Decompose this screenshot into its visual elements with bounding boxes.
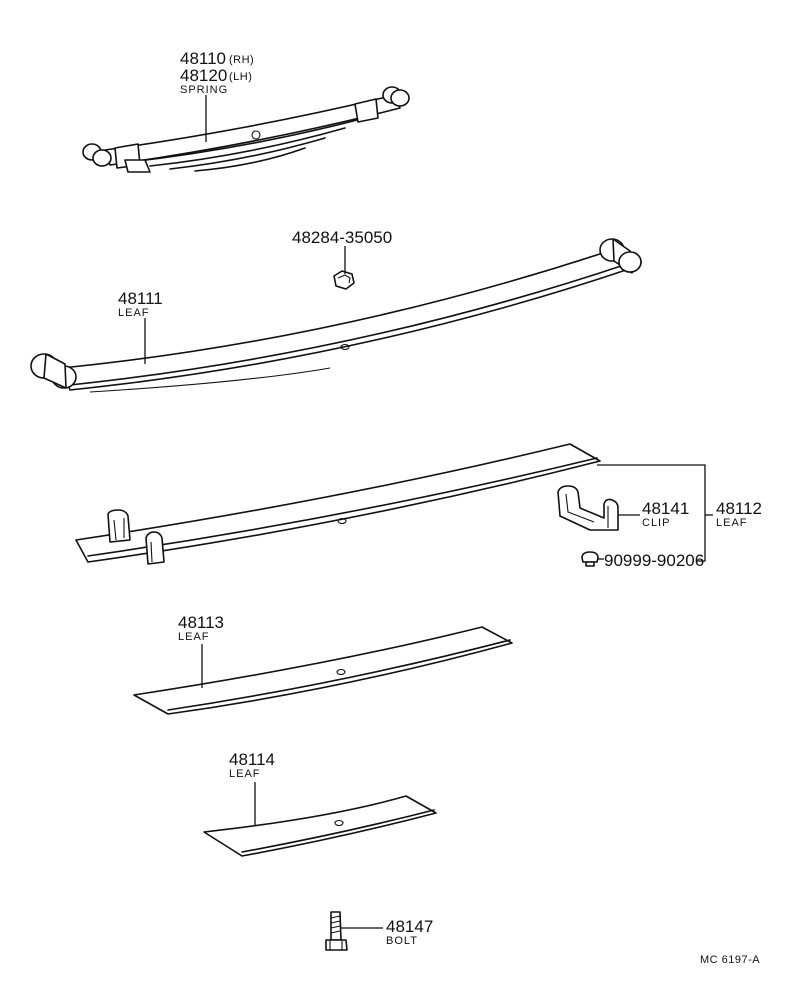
main-leaf-name: LEAF: [118, 307, 150, 319]
fourth-leaf-number: 48114: [229, 750, 275, 769]
bolt-drawing: [325, 911, 348, 951]
label-bolt: 48147 BOLT: [386, 917, 433, 947]
second-leaf-drawing: [75, 443, 601, 565]
spring-number-lh: 48120: [180, 66, 227, 85]
fourth-leaf-name: LEAF: [229, 768, 261, 780]
nut-drawing: [333, 270, 355, 290]
diagram-code: MC 6197-A: [700, 954, 760, 966]
label-clip: 48141 CLIP: [642, 499, 689, 529]
label-nut: 48284-35050: [292, 228, 392, 247]
spring-number-rh: 48110: [180, 49, 226, 68]
clip-name: CLIP: [642, 517, 670, 529]
spring-name: SPRING: [180, 84, 228, 96]
clip-drawing: [557, 485, 619, 531]
bolt-number: 48147: [386, 917, 433, 936]
third-leaf-drawing: [133, 626, 513, 715]
second-leaf-name: LEAF: [716, 517, 748, 529]
spring-assembly-drawing: [82, 86, 410, 173]
label-main-leaf: 48111 LEAF: [118, 289, 163, 319]
fourth-leaf-drawing: [203, 795, 437, 857]
label-spring: 48110 (RH) 48120 (LH) SPRING: [180, 49, 254, 96]
label-second-leaf: 48112 LEAF: [716, 499, 762, 529]
rivet-drawing: [581, 551, 599, 567]
third-leaf-number: 48113: [178, 613, 224, 632]
main-leaf-number: 48111: [118, 289, 163, 308]
nut-number: 48284-35050: [292, 228, 392, 247]
clip-number: 48141: [642, 499, 689, 518]
leader-lines: [144, 95, 713, 929]
third-leaf-name: LEAF: [178, 631, 210, 643]
rivet-number: 90999-90206: [604, 551, 704, 570]
second-leaf-number: 48112: [716, 499, 762, 518]
spring-side-rh: (RH): [229, 54, 254, 66]
label-fourth-leaf: 48114 LEAF: [229, 750, 275, 780]
bolt-name: BOLT: [386, 935, 418, 947]
label-rivet: 90999-90206: [604, 551, 704, 570]
label-third-leaf: 48113 LEAF: [178, 613, 224, 643]
spring-side-lh: (LH): [229, 71, 252, 83]
main-leaf-drawing: [30, 238, 642, 393]
